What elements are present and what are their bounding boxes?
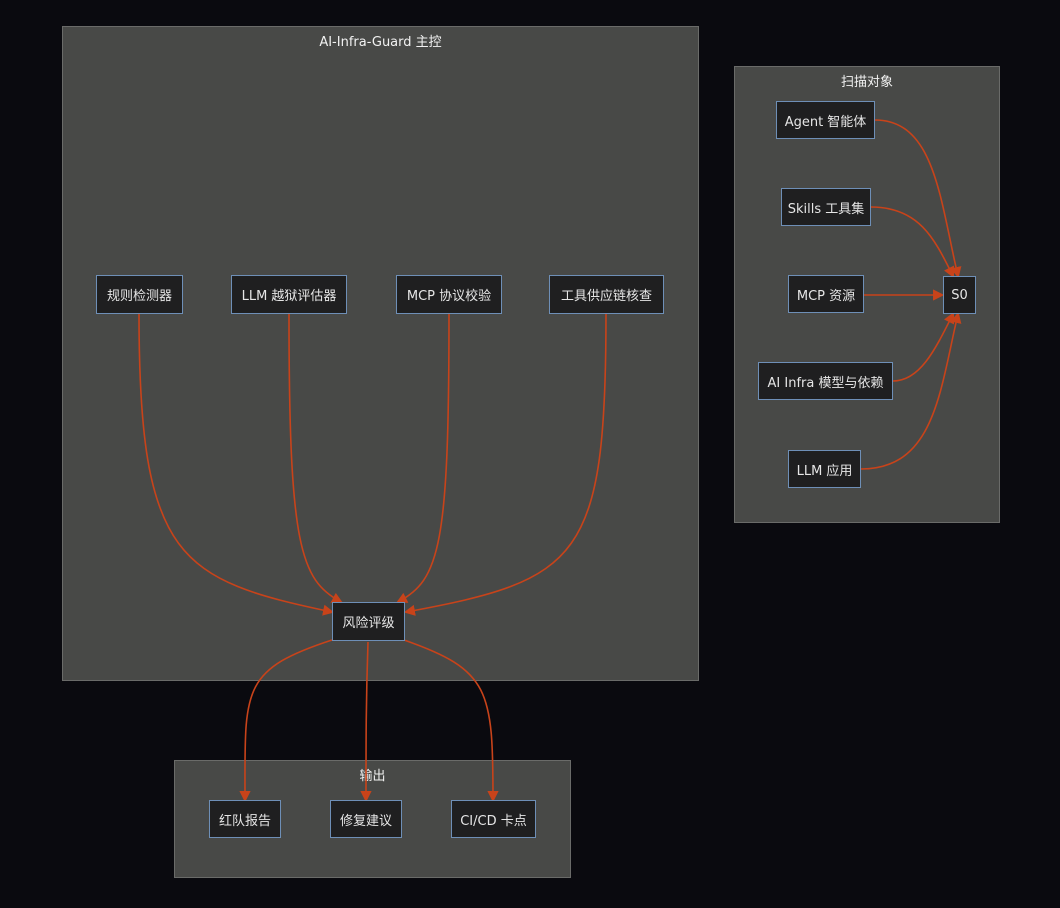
node-fix-suggestion[interactable]: 修复建议 — [330, 800, 402, 838]
node-llm-jailbreak-evaluator[interactable]: LLM 越狱评估器 — [231, 275, 347, 314]
node-red-team-report[interactable]: 红队报告 — [209, 800, 281, 838]
group-output-title: 输出 — [359, 769, 386, 784]
node-ai-infra[interactable]: AI Infra 模型与依赖 — [758, 362, 893, 400]
node-mcp-protocol-check[interactable]: MCP 协议校验 — [396, 275, 502, 314]
node-tool-supply-chain-check[interactable]: 工具供应链核查 — [549, 275, 664, 314]
node-skills[interactable]: Skills 工具集 — [781, 188, 871, 226]
node-llm-app[interactable]: LLM 应用 — [788, 450, 861, 488]
group-targets-title: 扫描对象 — [840, 75, 893, 90]
node-cicd-gate[interactable]: CI/CD 卡点 — [451, 800, 536, 838]
node-rule-detector[interactable]: 规则检测器 — [96, 275, 183, 314]
node-mcp-resource[interactable]: MCP 资源 — [788, 275, 864, 313]
node-risk-rating[interactable]: 风险评级 — [332, 602, 405, 641]
node-s0[interactable]: S0 — [943, 276, 976, 314]
node-agent[interactable]: Agent 智能体 — [776, 101, 875, 139]
group-main-controller: AI-Infra-Guard 主控 — [62, 26, 699, 681]
group-main-title: AI-Infra-Guard 主控 — [319, 35, 442, 50]
